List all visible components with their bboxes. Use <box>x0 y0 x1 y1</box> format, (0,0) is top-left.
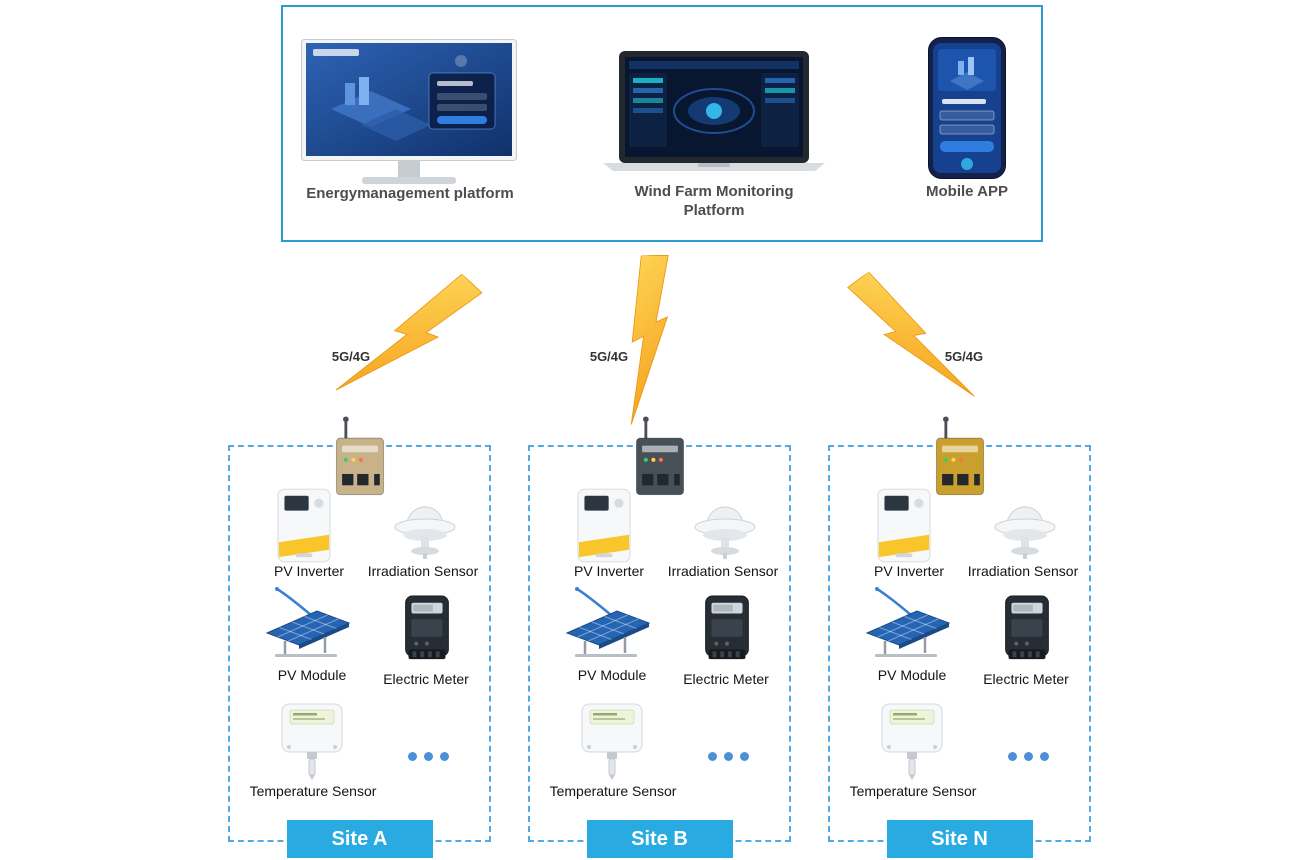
energy-platform-label: Energymanagement platform <box>306 185 514 202</box>
wind-farm-platform-label-line2: Platform <box>683 201 745 219</box>
platform-box: Energymanagement platform Wind Farm Moni… <box>281 5 1043 242</box>
site-b-box: PV Inverter Irradiation Sensor PV Module… <box>528 445 791 858</box>
pv-inverter-label: PV Inverter <box>873 563 945 579</box>
temperature-sensor-icon <box>276 702 348 780</box>
pv-inverter-icon <box>277 488 331 563</box>
smartphone-icon <box>928 37 1006 179</box>
iot-gateway-icon <box>927 415 993 499</box>
irradiation-sensor-icon <box>980 499 1070 561</box>
iot-gateway-icon <box>627 415 693 499</box>
electric-meter-label: Electric Meter <box>383 671 469 687</box>
iot-gateway-icon <box>327 415 393 499</box>
temperature-sensor-icon <box>876 702 948 780</box>
pv-inverter-icon <box>877 488 931 563</box>
pv-module-icon <box>258 587 356 659</box>
temperature-sensor-icon <box>576 702 648 780</box>
site-b-tag: Site B <box>586 820 733 858</box>
lightning-bolt-icon <box>830 253 985 432</box>
site-a-tag: Site A <box>286 820 433 858</box>
ellipsis-dots-icon <box>708 752 749 761</box>
ellipsis-dots-icon <box>1008 752 1049 761</box>
lightning-bolt-icon <box>607 252 699 425</box>
pv-module-icon <box>858 587 956 659</box>
electric-meter-icon <box>702 595 752 663</box>
electric-meter-label: Electric Meter <box>983 671 1069 687</box>
temperature-sensor-label: Temperature Sensor <box>549 783 677 799</box>
pv-inverter-icon <box>577 488 631 563</box>
pv-module-label: PV Module <box>277 667 347 683</box>
irradiation-sensor-label: Irradiation Sensor <box>367 563 479 579</box>
site-a-box: PV Inverter Irradiation Sensor PV Module… <box>228 445 491 858</box>
electric-meter-icon <box>402 595 452 663</box>
pv-inverter-label: PV Inverter <box>273 563 345 579</box>
electric-meter-label: Electric Meter <box>683 671 769 687</box>
irradiation-sensor-label: Irradiation Sensor <box>667 563 779 579</box>
pv-inverter-label: PV Inverter <box>573 563 645 579</box>
site-n-box: PV Inverter Irradiation Sensor PV Module… <box>828 445 1091 858</box>
irradiation-sensor-icon <box>380 499 470 561</box>
temperature-sensor-label: Temperature Sensor <box>249 783 377 799</box>
lightning-bolt-icon <box>327 252 498 434</box>
temperature-sensor-label: Temperature Sensor <box>849 783 977 799</box>
electric-meter-icon <box>1002 595 1052 663</box>
link-label-5g4g: 5G/4G <box>331 349 371 364</box>
desktop-monitor-icon <box>301 39 517 189</box>
site-n-tag: Site N <box>886 820 1033 858</box>
link-label-5g4g: 5G/4G <box>589 349 629 364</box>
pv-module-icon <box>558 587 656 659</box>
wind-farm-platform-label: Wind Farm Monitoring Platform <box>614 183 814 221</box>
irradiation-sensor-icon <box>680 499 770 561</box>
mobile-app-label: Mobile APP <box>926 183 1008 200</box>
irradiation-sensor-label: Irradiation Sensor <box>967 563 1079 579</box>
laptop-icon <box>603 51 825 179</box>
pv-module-label: PV Module <box>877 667 947 683</box>
wind-farm-platform-label-line1: Wind Farm Monitoring <box>634 183 794 200</box>
ellipsis-dots-icon <box>408 752 449 761</box>
pv-module-label: PV Module <box>577 667 647 683</box>
link-label-5g4g: 5G/4G <box>944 349 984 364</box>
